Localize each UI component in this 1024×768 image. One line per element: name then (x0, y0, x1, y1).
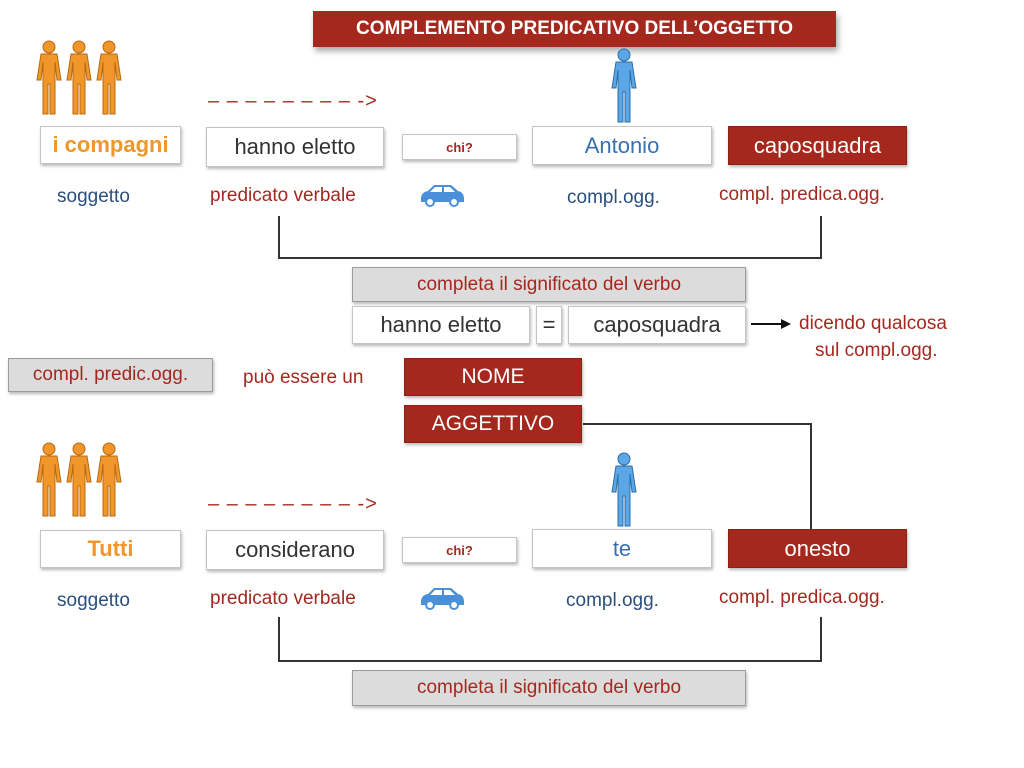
car-icon-2 (421, 588, 464, 610)
person-icon (611, 48, 637, 123)
dashed-arrow-2: – – – – – – – – -> (208, 493, 378, 515)
connector-horizontal (583, 423, 812, 425)
connector-vertical (810, 423, 812, 533)
page-title: COMPLEMENTO PREDICATIVO DELL’OGGETTO (313, 11, 836, 47)
person-icon-2 (611, 452, 637, 527)
predicative-box-2: onesto (728, 529, 907, 568)
predicative-label: compl. predica.ogg. (719, 184, 885, 205)
verb-box-2: considerano (206, 530, 384, 570)
bracket-left (278, 216, 280, 259)
verb-label-2: predicato verbale (210, 588, 356, 609)
predicative-box: caposquadra (728, 126, 907, 165)
arrow-right-icon (751, 319, 791, 329)
subject-box-2: Tutti (40, 530, 181, 568)
question-box-2: chi? (402, 537, 517, 563)
object-box: Antonio (532, 126, 712, 165)
bracket-right-2 (820, 617, 822, 662)
verb-box: hanno eletto (206, 127, 384, 167)
equation-verb-box: hanno eletto (352, 306, 530, 344)
explanation-box: completa il significato del verbo (352, 267, 746, 302)
adjective-box: AGGETTIVO (404, 405, 582, 443)
equals-box: = (536, 306, 562, 344)
bracket-left-2 (278, 617, 280, 662)
car-icon (421, 185, 464, 207)
question-box: chi? (402, 134, 517, 160)
equation-predicative-box: caposquadra (568, 306, 746, 344)
subject-label-2: soggetto (57, 590, 130, 611)
object-box-2: te (532, 529, 712, 568)
types-intro: può essere un (243, 367, 364, 388)
predicative-label-2: compl. predica.ogg. (719, 587, 885, 608)
object-label: compl.ogg. (567, 187, 660, 208)
explanation-box-2: completa il significato del verbo (352, 670, 746, 706)
people-group-icon (36, 40, 122, 115)
people-group-icon-2 (36, 442, 122, 517)
note-line-1: dicendo qualcosa (799, 313, 947, 334)
subject-box: i compagni (40, 126, 181, 164)
subject-label: soggetto (57, 186, 130, 207)
bracket-right (820, 216, 822, 259)
dashed-arrow: – – – – – – – – -> (208, 90, 378, 112)
bracket-bottom (278, 257, 822, 259)
verb-label: predicato verbale (210, 185, 356, 206)
object-label-2: compl.ogg. (566, 590, 659, 611)
note-line-2: sul compl.ogg. (815, 340, 938, 361)
noun-box: NOME (404, 358, 582, 396)
predicative-type-label: compl. predic.ogg. (8, 358, 213, 392)
bracket-bottom-2 (278, 660, 822, 662)
